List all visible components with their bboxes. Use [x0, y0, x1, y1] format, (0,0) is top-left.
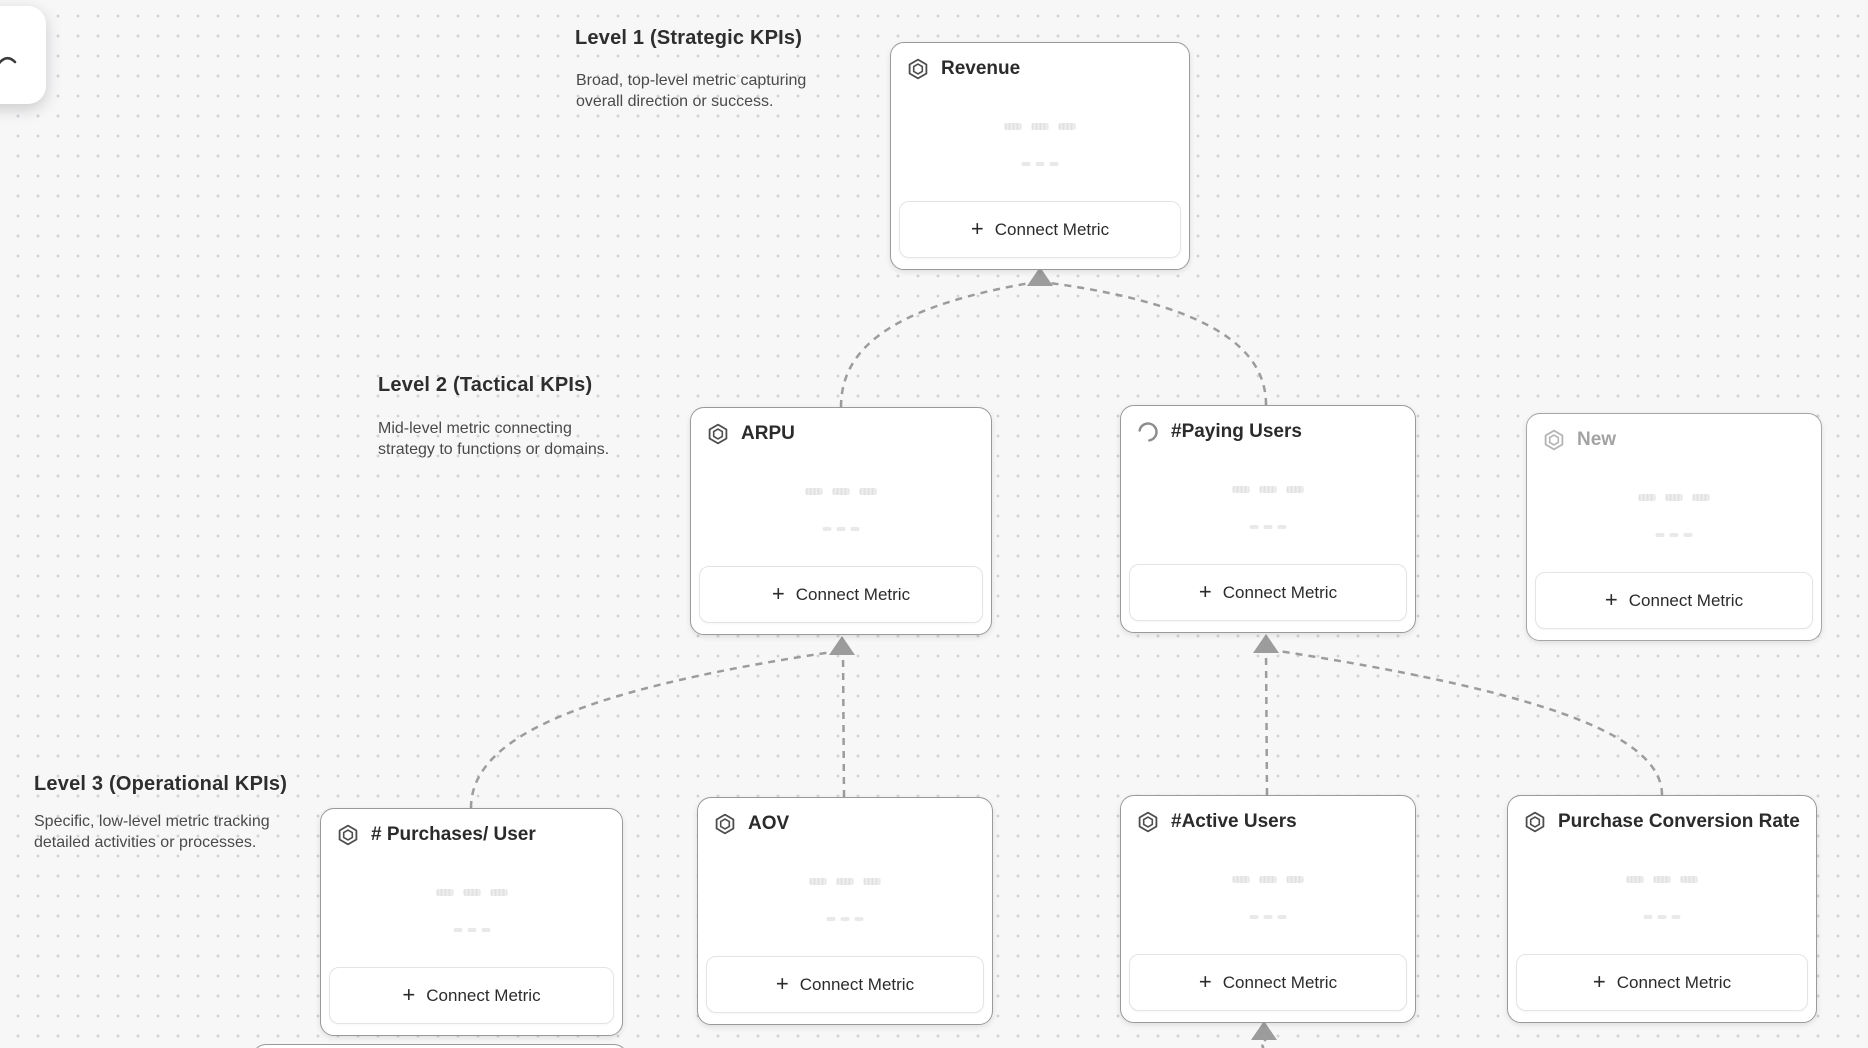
spinner-icon: [1138, 422, 1158, 442]
plus-icon: +: [1198, 968, 1212, 994]
metric-card-title: Purchase Conversion Rate: [1558, 811, 1800, 832]
metric-subtext-skeleton: [826, 917, 864, 921]
plus-icon: +: [771, 580, 785, 606]
metric-value-skeleton: [1004, 123, 1076, 130]
metric-card-arpu[interactable]: ARPU + Connect Metric: [690, 407, 992, 635]
connector-active-to-paying: [1264, 650, 1269, 796]
connector-arpu-to-revenue: [839, 281, 1031, 408]
metric-value-skeleton: [1638, 494, 1710, 501]
hexagon-icon: [1138, 811, 1158, 833]
metric-card-title: # Purchases/ User: [371, 824, 536, 845]
connector-offscreen-to-active: [1261, 1037, 1267, 1048]
plus-icon: +: [402, 981, 416, 1007]
floating-toolbar-panel[interactable]: [0, 6, 46, 104]
metric-value-skeleton: [1232, 486, 1304, 493]
metric-card-title: Revenue: [941, 58, 1021, 79]
plus-icon: +: [1592, 968, 1606, 994]
metric-card-title: #Active Users: [1171, 811, 1297, 832]
metric-value-skeleton: [809, 878, 881, 885]
metric-card-purchase-conversion-rate[interactable]: Purchase Conversion Rate + Connect Metri…: [1507, 795, 1817, 1023]
metric-value-skeleton: [436, 889, 507, 896]
metric-card-title: #Paying Users: [1171, 421, 1302, 442]
metric-subtext-skeleton: [1249, 915, 1287, 919]
toolbar-glyph-icon: [0, 56, 17, 65]
connect-metric-label: Connect Metric: [799, 974, 915, 994]
hexagon-icon: [908, 58, 928, 80]
hexagon-icon: [708, 423, 728, 445]
hexagon-icon: [1544, 429, 1564, 451]
metric-card-partial-offscreen[interactable]: [252, 1044, 628, 1048]
metric-subtext-skeleton: [822, 527, 860, 531]
connect-metric-button[interactable]: + Connect Metric: [1129, 564, 1407, 621]
connect-metric-label: Connect Metric: [1222, 972, 1338, 992]
metric-card-revenue[interactable]: Revenue + Connect Metric: [890, 42, 1190, 270]
connect-metric-button[interactable]: + Connect Metric: [329, 967, 614, 1024]
metric-value-skeleton: [1626, 876, 1698, 883]
connect-metric-label: Connect Metric: [795, 584, 911, 604]
metric-card-active-users[interactable]: #Active Users + Connect Metric: [1120, 795, 1416, 1023]
metric-card-title: ARPU: [741, 423, 795, 444]
metric-subtext-skeleton: [1249, 525, 1287, 529]
level-2-heading: Level 2 (Tactical KPIs): [378, 374, 593, 396]
hexagon-icon: [1525, 811, 1545, 833]
connector-aov-to-arpu: [841, 652, 846, 798]
connect-metric-button[interactable]: + Connect Metric: [1516, 954, 1808, 1011]
metric-card-title: New: [1577, 429, 1617, 450]
connector-purchases-to-arpu: [469, 650, 833, 809]
metric-subtext-skeleton: [1655, 533, 1693, 537]
metric-subtext-skeleton: [1021, 162, 1059, 166]
metric-card-paying-users[interactable]: #Paying Users + Connect Metric: [1120, 405, 1416, 633]
metric-card-purchases-per-user[interactable]: # Purchases/ User + Connect Metric: [320, 808, 623, 1036]
arrowhead-into-arpu: [829, 636, 855, 655]
connector-pcr-to-paying: [1278, 649, 1664, 796]
metric-subtext-skeleton: [453, 928, 490, 932]
connect-metric-button[interactable]: + Connect Metric: [1129, 954, 1407, 1011]
metric-value-skeleton: [1232, 876, 1304, 883]
metric-subtext-skeleton: [1643, 915, 1681, 919]
plus-icon: +: [1198, 578, 1212, 604]
connect-metric-button[interactable]: + Connect Metric: [706, 956, 984, 1013]
level-1-heading: Level 1 (Strategic KPIs): [575, 27, 803, 49]
plus-icon: +: [1604, 586, 1618, 612]
arrowhead-into-active-users: [1251, 1021, 1277, 1040]
metric-card-aov[interactable]: AOV + Connect Metric: [697, 797, 993, 1025]
connector-paying-to-revenue: [1049, 281, 1268, 406]
level-1-description: Broad, top-level metric capturing overal…: [576, 72, 807, 110]
connect-metric-button[interactable]: + Connect Metric: [699, 566, 983, 623]
arrowhead-into-paying-users: [1253, 634, 1279, 653]
connect-metric-label: Connect Metric: [994, 219, 1110, 239]
connect-metric-label: Connect Metric: [1616, 972, 1732, 992]
metric-card-new[interactable]: New + Connect Metric: [1526, 413, 1822, 641]
level-2-description: Mid-level metric connecting strategy to …: [378, 420, 610, 458]
level-3-description: Specific, low-level metric tracking deta…: [34, 813, 270, 851]
connect-metric-label: Connect Metric: [1222, 582, 1338, 602]
level-3-heading: Level 3 (Operational KPIs): [34, 773, 288, 795]
hexagon-icon: [338, 824, 358, 846]
plus-icon: +: [775, 970, 789, 996]
connect-metric-label: Connect Metric: [426, 985, 541, 1005]
connect-metric-label: Connect Metric: [1628, 590, 1744, 610]
metric-card-title: AOV: [748, 813, 790, 834]
connect-metric-button[interactable]: + Connect Metric: [1535, 572, 1813, 629]
connect-metric-button[interactable]: + Connect Metric: [899, 201, 1181, 258]
plus-icon: +: [970, 215, 984, 241]
hexagon-icon: [715, 813, 735, 835]
metric-value-skeleton: [805, 488, 877, 495]
